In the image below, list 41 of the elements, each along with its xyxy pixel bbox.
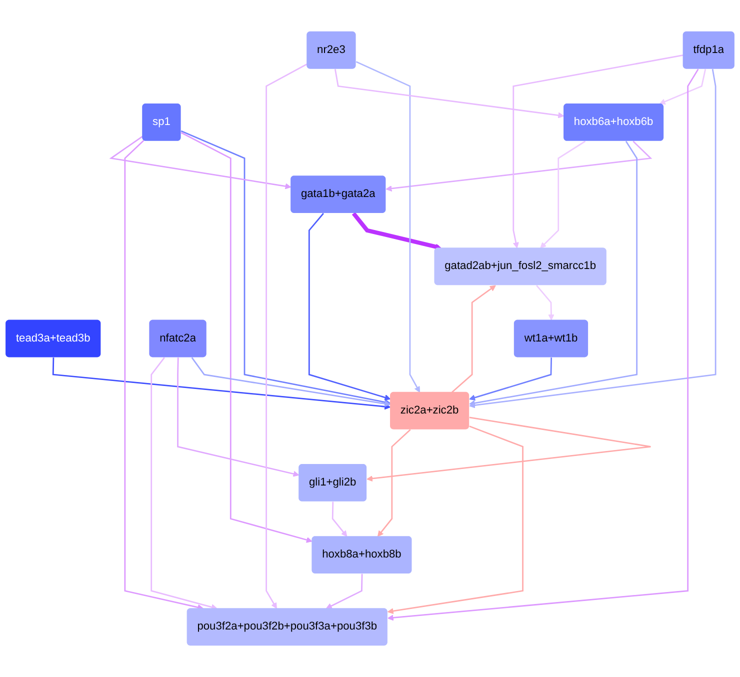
node-box: hoxb6a+hoxb6b [564,104,664,141]
arrow [388,68,699,621]
arrow [452,285,496,393]
arrow [52,358,391,410]
node-box: nr2e3 [306,31,356,69]
arrow [266,64,308,609]
arrow [536,285,554,320]
arrow [366,416,652,482]
arrow [332,502,348,537]
node-box: tead3a+tead3b [6,320,101,358]
node-box: hoxb8a+hoxb8b [312,536,412,574]
arrow [659,69,706,105]
arrow [540,140,586,248]
arrow [177,358,300,477]
arrow [512,54,684,248]
arrow [180,130,391,406]
arrow [191,357,391,407]
node-box: nfatc2a [149,320,206,358]
arrow [180,132,312,543]
arrow [388,426,524,614]
arrow [356,61,420,392]
arrow [124,140,204,610]
node-box: gli1+gli2b [298,464,367,502]
arrow [377,429,411,537]
node-box: zic2a+zic2b [390,392,470,430]
arrow [150,357,218,610]
arrow [386,140,652,192]
node-box: gata1b+gata2a [290,176,386,214]
arrow [334,69,564,118]
arrow [109,136,292,190]
node-box: pou3f2a+pou3f2b+pou3f3a+pou3f3b [186,608,388,646]
arrow [308,212,391,400]
arrow [326,574,363,609]
node-box: wt1a+wt1b [514,320,588,358]
node-box: sp1 [142,104,181,141]
node-box: gatad2ab+jun_fosl2_smarcc1b [434,248,606,286]
arrow [352,212,442,250]
arrow [469,140,638,406]
arrow [469,69,716,408]
node-box: tfdp1a [682,31,734,69]
arrow [469,358,552,401]
